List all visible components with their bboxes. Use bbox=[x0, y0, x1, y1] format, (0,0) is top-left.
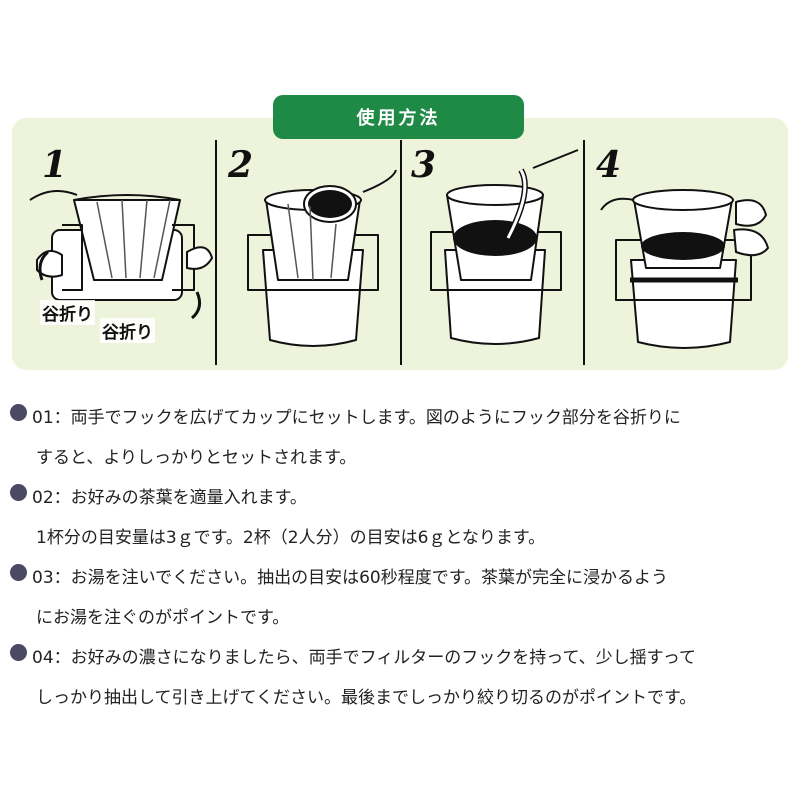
lifting-filter-drawing bbox=[600, 189, 769, 349]
pouring-water-drawing bbox=[430, 149, 579, 345]
instruction-line: 1杯分の目安量は3ｇです。2杯（2人分）の目安は6ｇとなります。 bbox=[36, 528, 546, 548]
step-divider bbox=[400, 140, 402, 365]
filter-hook-fold-drawing bbox=[29, 190, 213, 320]
instruction-item: 01：両手でフックを広げてカップにセットします。図のようにフック部分を谷折りに … bbox=[10, 398, 790, 478]
fold-label: 谷折り bbox=[40, 300, 95, 325]
instruction-line: 01：両手でフックを広げてカップにセットします。図のようにフック部分を谷折りに bbox=[32, 408, 681, 428]
instruction-line: にお湯を注ぐのがポイントです。 bbox=[36, 608, 290, 628]
instruction-line: すると、よりしっかりとセットされます。 bbox=[36, 448, 357, 468]
instruction-line: 03：お湯を注いでください。抽出の目安は60秒程度です。茶葉が完全に浸かるよう bbox=[32, 568, 669, 588]
fold-label: 谷折り bbox=[100, 318, 155, 343]
instruction-line: しっかり抽出して引き上げてください。最後までしっかり絞り切るのがポイントです。 bbox=[36, 688, 697, 708]
step-3-illustration: 3 bbox=[403, 140, 581, 365]
instruction-item: 04：お好みの濃さになりましたら、両手でフィルターのフックを持って、少し揺すって… bbox=[10, 638, 790, 718]
step-number: 2 bbox=[228, 144, 254, 186]
instruction-item: 03：お湯を注いでください。抽出の目安は60秒程度です。茶葉が完全に浸かるよう … bbox=[10, 558, 790, 638]
step-4-illustration: 4 bbox=[586, 140, 782, 365]
spoon-tea-leaves-drawing bbox=[247, 169, 397, 347]
bullet-dot-icon bbox=[10, 564, 27, 581]
instruction-item: 02：お好みの茶葉を適量入れます。 1杯分の目安量は3ｇです。2杯（2人分）の目… bbox=[10, 478, 790, 558]
bullet-dot-icon bbox=[10, 644, 27, 661]
step-divider bbox=[583, 140, 585, 365]
instruction-line: 02：お好みの茶葉を適量入れます。 bbox=[32, 488, 307, 508]
instruction-line: 04：お好みの濃さになりましたら、両手でフィルターのフックを持って、少し揺すって bbox=[32, 648, 697, 668]
instruction-list: 01：両手でフックを広げてカップにセットします。図のようにフック部分を谷折りに … bbox=[10, 398, 790, 718]
bullet-dot-icon bbox=[10, 484, 27, 501]
step-number: 1 bbox=[42, 144, 68, 186]
step-number: 3 bbox=[411, 144, 437, 186]
step-2-illustration: 2 bbox=[218, 140, 398, 365]
step-1-illustration: 1 谷折り 谷折り bbox=[22, 140, 214, 365]
bullet-dot-icon bbox=[10, 404, 27, 421]
page-title: 使用方法 bbox=[273, 95, 524, 139]
step-number: 4 bbox=[596, 144, 622, 186]
step-divider bbox=[215, 140, 217, 365]
